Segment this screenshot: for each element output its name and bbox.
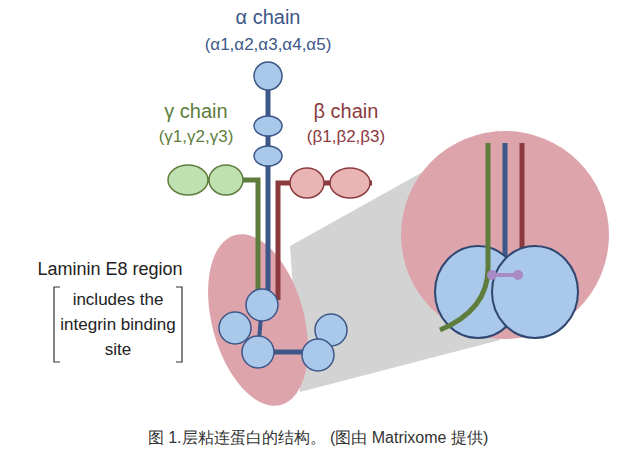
region-label: Laminin E8 region <box>37 259 182 280</box>
beta-chain <box>278 183 372 300</box>
gamma-chain <box>168 180 258 300</box>
gamma-globule <box>209 165 243 195</box>
magnified-view <box>401 131 609 339</box>
alpha-globule <box>254 116 282 136</box>
chain-name: α chain <box>236 6 301 29</box>
lg-globule-zoom <box>492 246 578 338</box>
region-note: includes the integrin binding site <box>59 287 177 362</box>
chain-name: β chain <box>314 100 379 123</box>
disulfide-bond <box>487 270 497 280</box>
lg-globule <box>302 339 334 371</box>
gamma-chain-zoom <box>440 143 488 330</box>
lg-globule <box>242 336 274 368</box>
beta-globule <box>330 168 370 198</box>
bracket <box>176 287 182 362</box>
alpha-globule <box>254 62 282 90</box>
beta-globule <box>290 168 324 198</box>
chain-name: γ chain <box>164 100 227 123</box>
chain-variants: (β1,β2,β3) <box>307 127 385 147</box>
gamma-globule <box>168 165 208 195</box>
alpha-globule <box>254 146 282 166</box>
bracket <box>54 287 60 362</box>
disulfide-bond <box>513 270 523 280</box>
alpha-chain <box>266 75 271 300</box>
chain-variants: (α1,α2,α3,α4,α5) <box>205 35 332 55</box>
figure-caption: 图 1.层粘连蛋白的结构。 (图由 Matrixome 提供) <box>148 428 488 449</box>
chain-variants: (γ1,γ2,γ3) <box>159 127 234 147</box>
lg-globule <box>219 312 251 344</box>
lg-globule <box>246 289 278 321</box>
